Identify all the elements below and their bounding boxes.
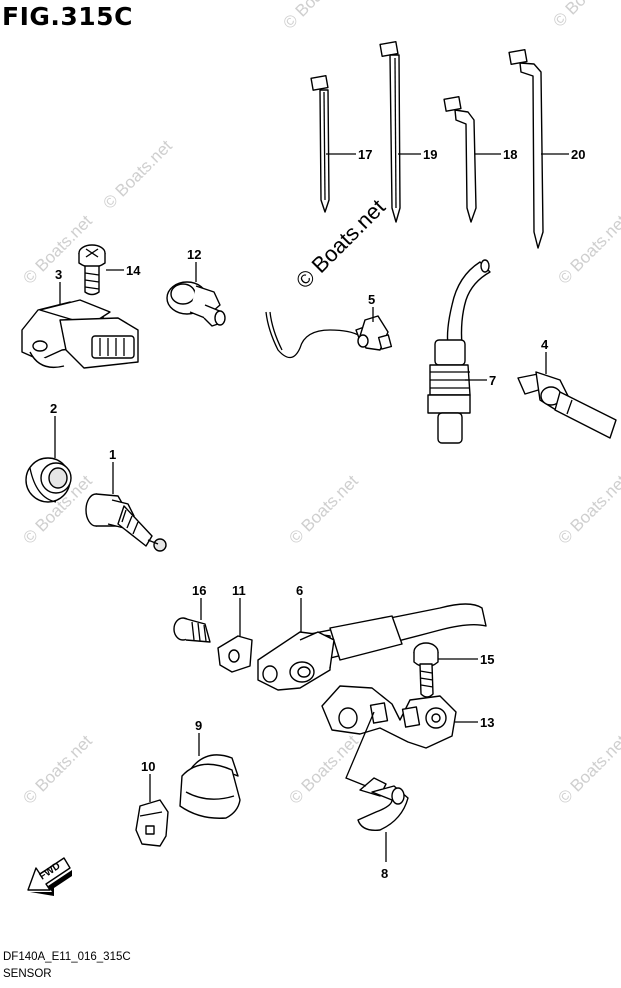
diagram-name: SENSOR xyxy=(3,968,52,980)
callout-17: 17 xyxy=(358,147,372,162)
part-9-clamp xyxy=(179,754,241,819)
callout-12: 12 xyxy=(187,247,201,262)
callout-8: 8 xyxy=(381,866,388,881)
part-4-temperature-sensor xyxy=(517,371,617,439)
figure-title: FIG.315C xyxy=(2,2,133,31)
part-10-clip xyxy=(135,799,169,847)
callout-20: 20 xyxy=(571,147,585,162)
callout-11: 11 xyxy=(232,583,246,598)
part-3-pressure-sensor xyxy=(21,299,139,369)
watermark-big: © Boats.net xyxy=(291,194,390,293)
part-5-knock-sensor xyxy=(265,311,393,359)
part-8-pickup xyxy=(357,777,409,831)
part-11-bracket xyxy=(217,635,253,673)
part-20-cable-tie xyxy=(508,49,544,249)
callout-19: 19 xyxy=(423,147,437,162)
diagram-code: DF140A_E11_016_315C xyxy=(3,951,131,963)
fwd-arrow: FWD xyxy=(27,857,72,896)
part-17-cable-tie xyxy=(310,75,330,213)
part-13-sensor-holder xyxy=(321,685,457,749)
watermark: © Boats.net xyxy=(285,471,362,548)
leader-lines xyxy=(54,153,569,862)
callout-7: 7 xyxy=(489,373,496,388)
part-18-cable-tie xyxy=(443,96,477,223)
watermark: © Boats.net xyxy=(554,731,621,808)
part-16-bolt xyxy=(173,617,211,643)
callout-5: 5 xyxy=(368,292,375,307)
part-19-cable-tie xyxy=(379,41,401,223)
callout-3: 3 xyxy=(55,267,62,282)
callout-14: 14 xyxy=(126,263,141,278)
callout-labels: 17 19 18 20 3 14 12 5 7 4 2 1 16 11 6 15… xyxy=(50,147,585,881)
callout-10: 10 xyxy=(141,759,155,774)
callout-1: 1 xyxy=(109,447,116,462)
callout-15: 15 xyxy=(480,652,494,667)
watermark: © Boats.net xyxy=(279,0,356,33)
part-2-grommet xyxy=(25,457,72,503)
watermark: © Boats.net xyxy=(554,471,621,548)
callout-6: 6 xyxy=(296,583,303,598)
callout-2: 2 xyxy=(50,401,57,416)
watermark: © Boats.net xyxy=(554,211,621,288)
part-1-sensor-probe xyxy=(85,493,167,552)
callout-4: 4 xyxy=(541,337,549,352)
callout-13: 13 xyxy=(480,715,494,730)
watermark: © Boats.net xyxy=(549,0,621,31)
watermark: © Boats.net xyxy=(19,731,96,808)
callout-16: 16 xyxy=(192,583,206,598)
part-7-oxygen-sensor xyxy=(427,259,491,444)
part-14-bolt xyxy=(78,244,106,296)
part-12-pressure-switch xyxy=(166,281,226,327)
watermark: © Boats.net xyxy=(99,136,176,213)
callout-9: 9 xyxy=(195,718,202,733)
watermark: © Boats.net xyxy=(285,731,362,808)
part-15-bolt xyxy=(413,642,439,698)
part-6-speed-sensor xyxy=(257,603,487,691)
callout-18: 18 xyxy=(503,147,517,162)
